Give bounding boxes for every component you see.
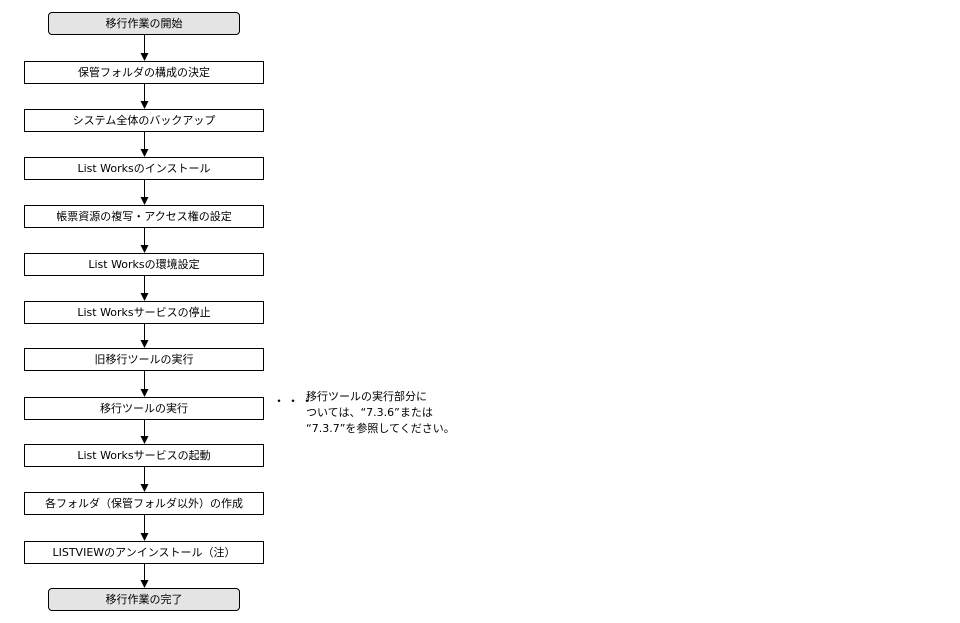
step-stop-service: List Worksサービスの停止 — [24, 301, 264, 324]
note-text: 移行ツールの実行部分に ついては、“7.3.6”または “7.3.7”を参照して… — [306, 389, 466, 437]
end-node: 移行作業の完了 — [48, 588, 240, 611]
start-node: 移行作業の開始 — [48, 12, 240, 35]
note-line: 移行ツールの実行部分に — [306, 390, 427, 403]
step-uninstall-listview: LISTVIEWのアンインストール（注） — [24, 541, 264, 564]
note-line: ついては、“7.3.6”または — [306, 406, 433, 419]
step-decide-storage-folder: 保管フォルダの構成の決定 — [24, 61, 264, 84]
step-install-list-works: List Worksのインストール — [24, 157, 264, 180]
step-create-folders: 各フォルダ（保管フォルダ以外）の作成 — [24, 492, 264, 515]
step-copy-resources-permissions: 帳票資源の複写・アクセス権の設定 — [24, 205, 264, 228]
step-run-migration-tool: 移行ツールの実行 — [24, 397, 264, 420]
step-configure-environment: List Worksの環境設定 — [24, 253, 264, 276]
note-line: “7.3.7”を参照してください。 — [306, 422, 455, 435]
step-run-old-migration-tool: 旧移行ツールの実行 — [24, 348, 264, 371]
note-marker: ・・・ — [273, 394, 316, 408]
step-system-backup: システム全体のバックアップ — [24, 109, 264, 132]
step-start-service: List Worksサービスの起動 — [24, 444, 264, 467]
